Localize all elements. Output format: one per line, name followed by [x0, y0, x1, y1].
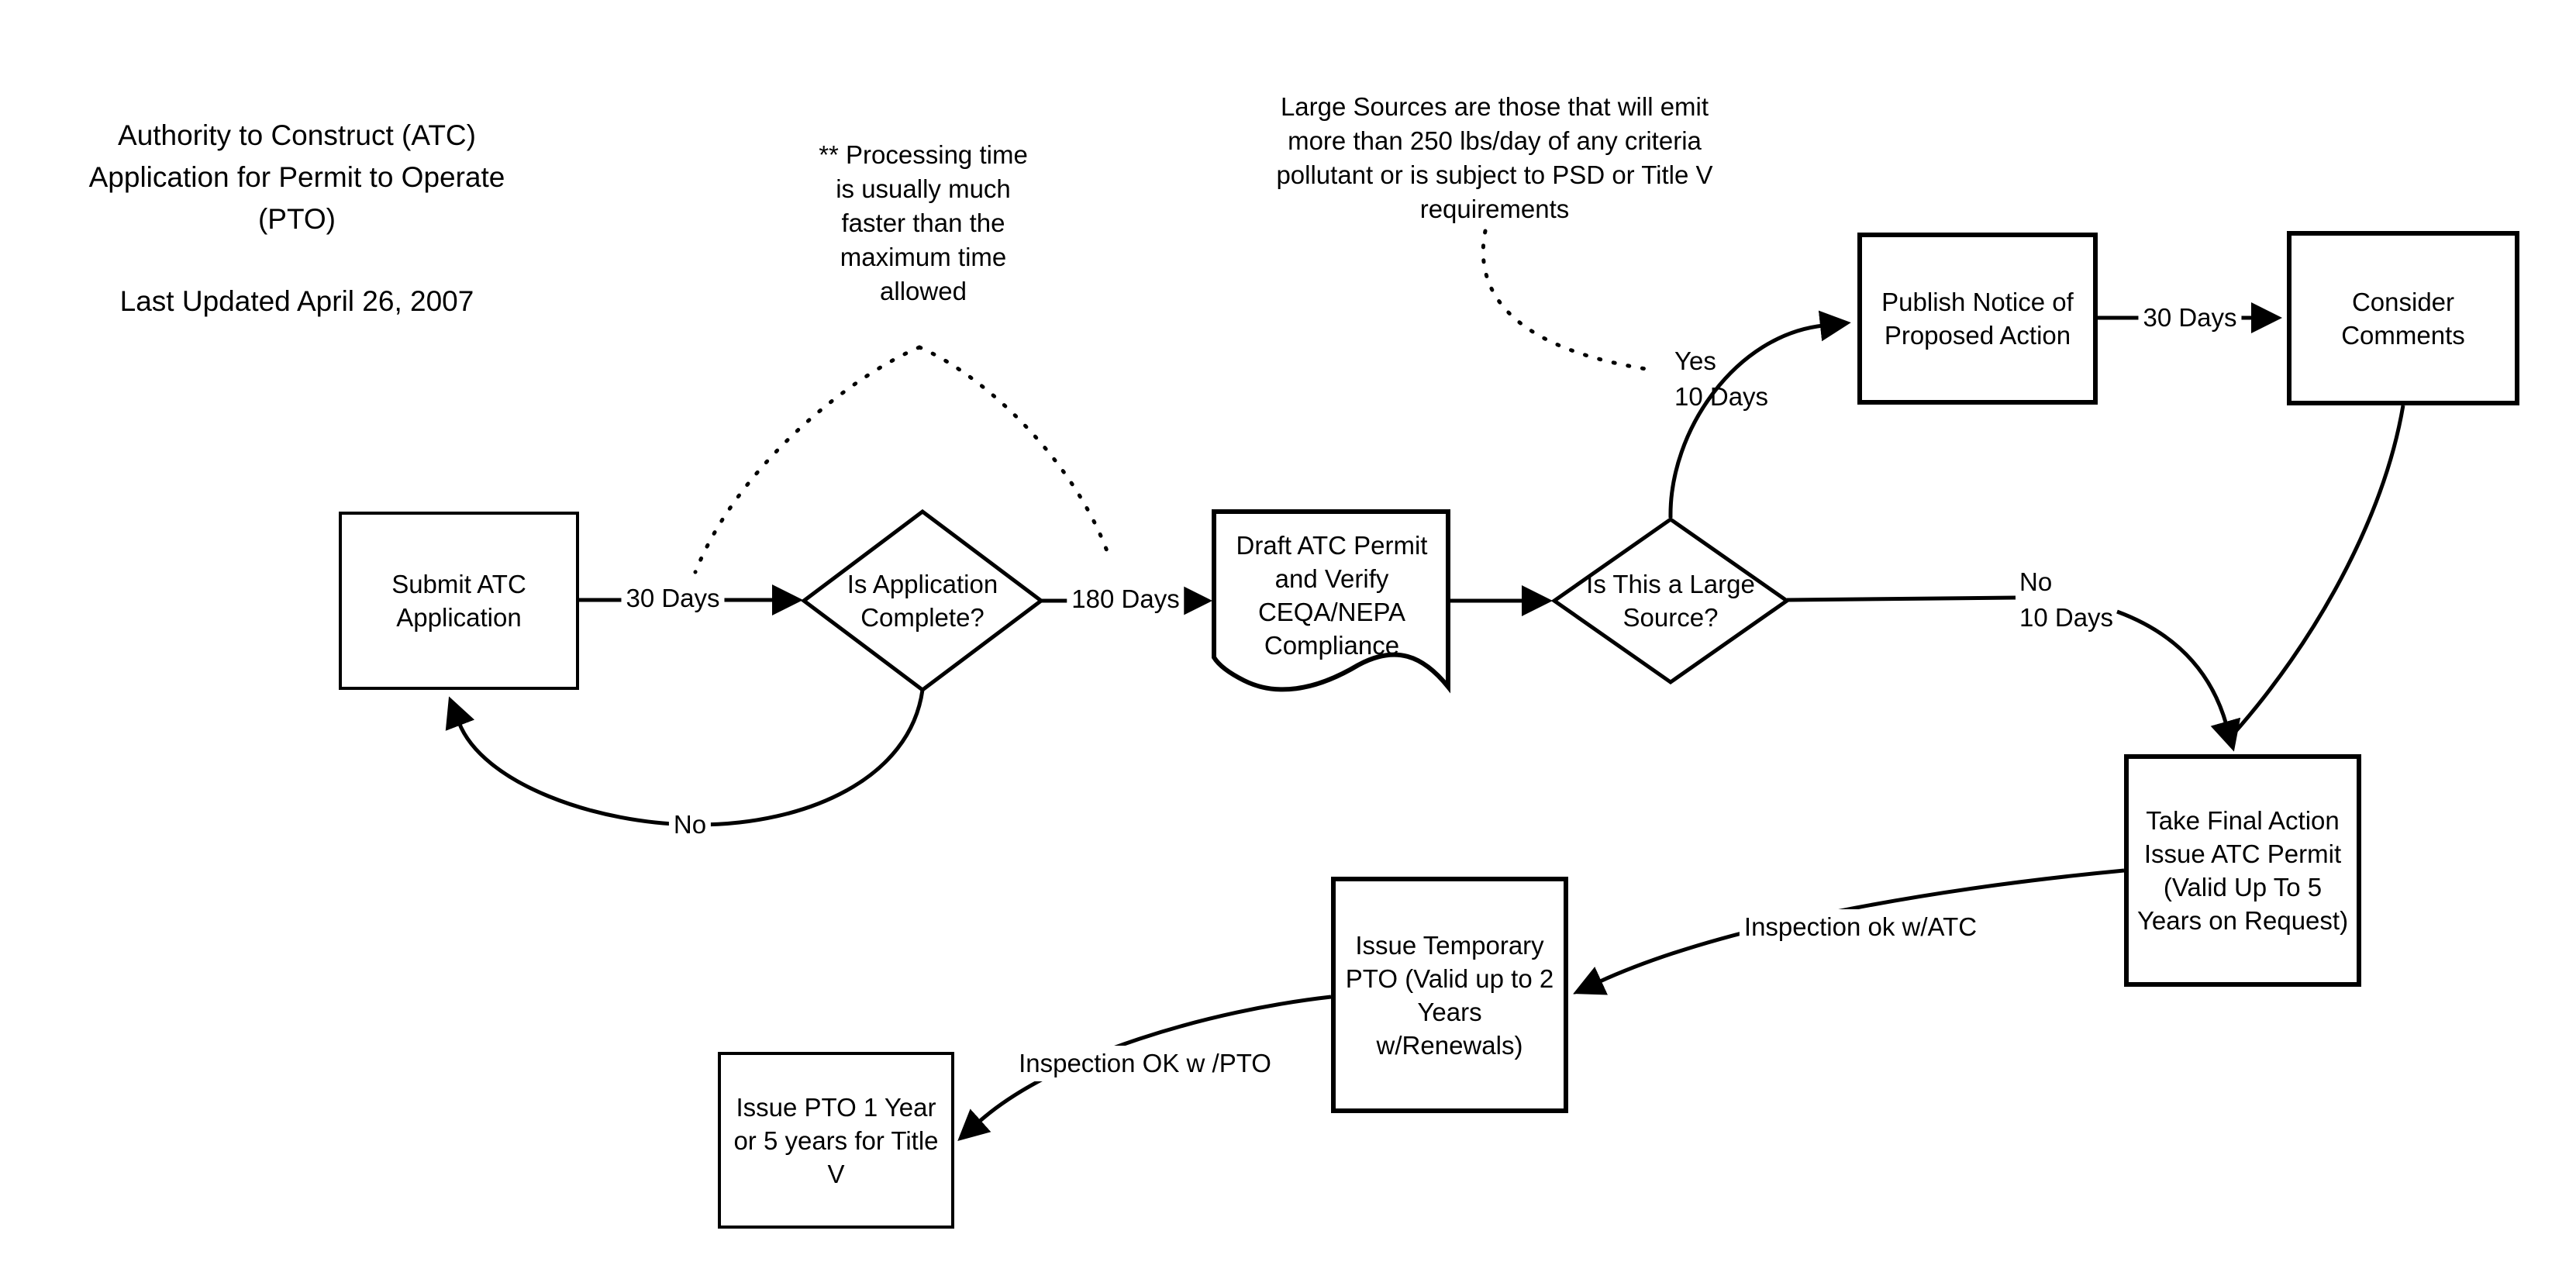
edge-label-no-10-days: No 10 Days [2019, 567, 2114, 632]
edge-label-no-loop: No [668, 807, 712, 843]
node-issue-temporary-pto: Issue Temporary PTO (Valid up to 2 Years… [1331, 877, 1568, 1113]
arrow-temp-pto-to-issue-pto [957, 995, 1332, 1142]
edge-label-30-days-publish: 30 Days [2138, 300, 2242, 336]
edge-label-180-days: 180 Days [1067, 581, 1185, 617]
dotted-leader-processing-left [693, 345, 922, 574]
note-processing-time: ** Processing time is usually much faste… [819, 140, 1028, 305]
arrow-yes-to-publish-notice [1668, 310, 1851, 519]
edge-label-inspection-ok-atc: Inspection ok w/ATC [1739, 909, 1982, 945]
arrow-final-action-to-temp-pto [1573, 868, 2125, 995]
dotted-leader-processing-right [917, 345, 1112, 562]
label-is-large-source: Is This a Large Source? [1586, 570, 1755, 632]
arrow-no-to-final-action [2116, 609, 2241, 752]
label-is-application-complete: Is Application Complete? [847, 570, 998, 632]
dotted-leader-large-sources [1481, 229, 1654, 372]
edge-label-30-days-submit: 30 Days [621, 581, 725, 616]
line-large-source-no [1786, 595, 2016, 602]
last-updated-text: Last Updated April 26, 2007 [119, 285, 474, 317]
node-consider-comments: Consider Comments [2287, 231, 2519, 405]
arrow-incomplete-loop-to-submit [445, 689, 925, 827]
document-draft-atc-permit [1212, 509, 1450, 694]
curve-consider-to-final-action [2231, 405, 2405, 736]
node-publish-notice: Publish Notice of Proposed Action [1857, 233, 2098, 405]
edge-label-inspection-ok-pto: Inspection OK w /PTO [1014, 1046, 1276, 1081]
node-submit-atc-application: Submit ATC Application [339, 512, 579, 690]
note-large-sources: Large Sources are those that will emit m… [1276, 92, 1713, 223]
node-issue-pto: Issue PTO 1 Year or 5 years for Title V [718, 1052, 954, 1229]
label-draft-atc-permit: Draft ATC Permit and Verify CEQA/NEPA Co… [1236, 531, 1428, 660]
diamond-is-large-source [1550, 516, 1791, 685]
edge-label-yes-10-days: Yes 10 Days [1674, 346, 1769, 411]
node-take-final-action: Take Final Action Issue ATC Permit (Vali… [2124, 754, 2361, 987]
page-title: Authority to Construct (ATC) Application… [88, 119, 505, 235]
